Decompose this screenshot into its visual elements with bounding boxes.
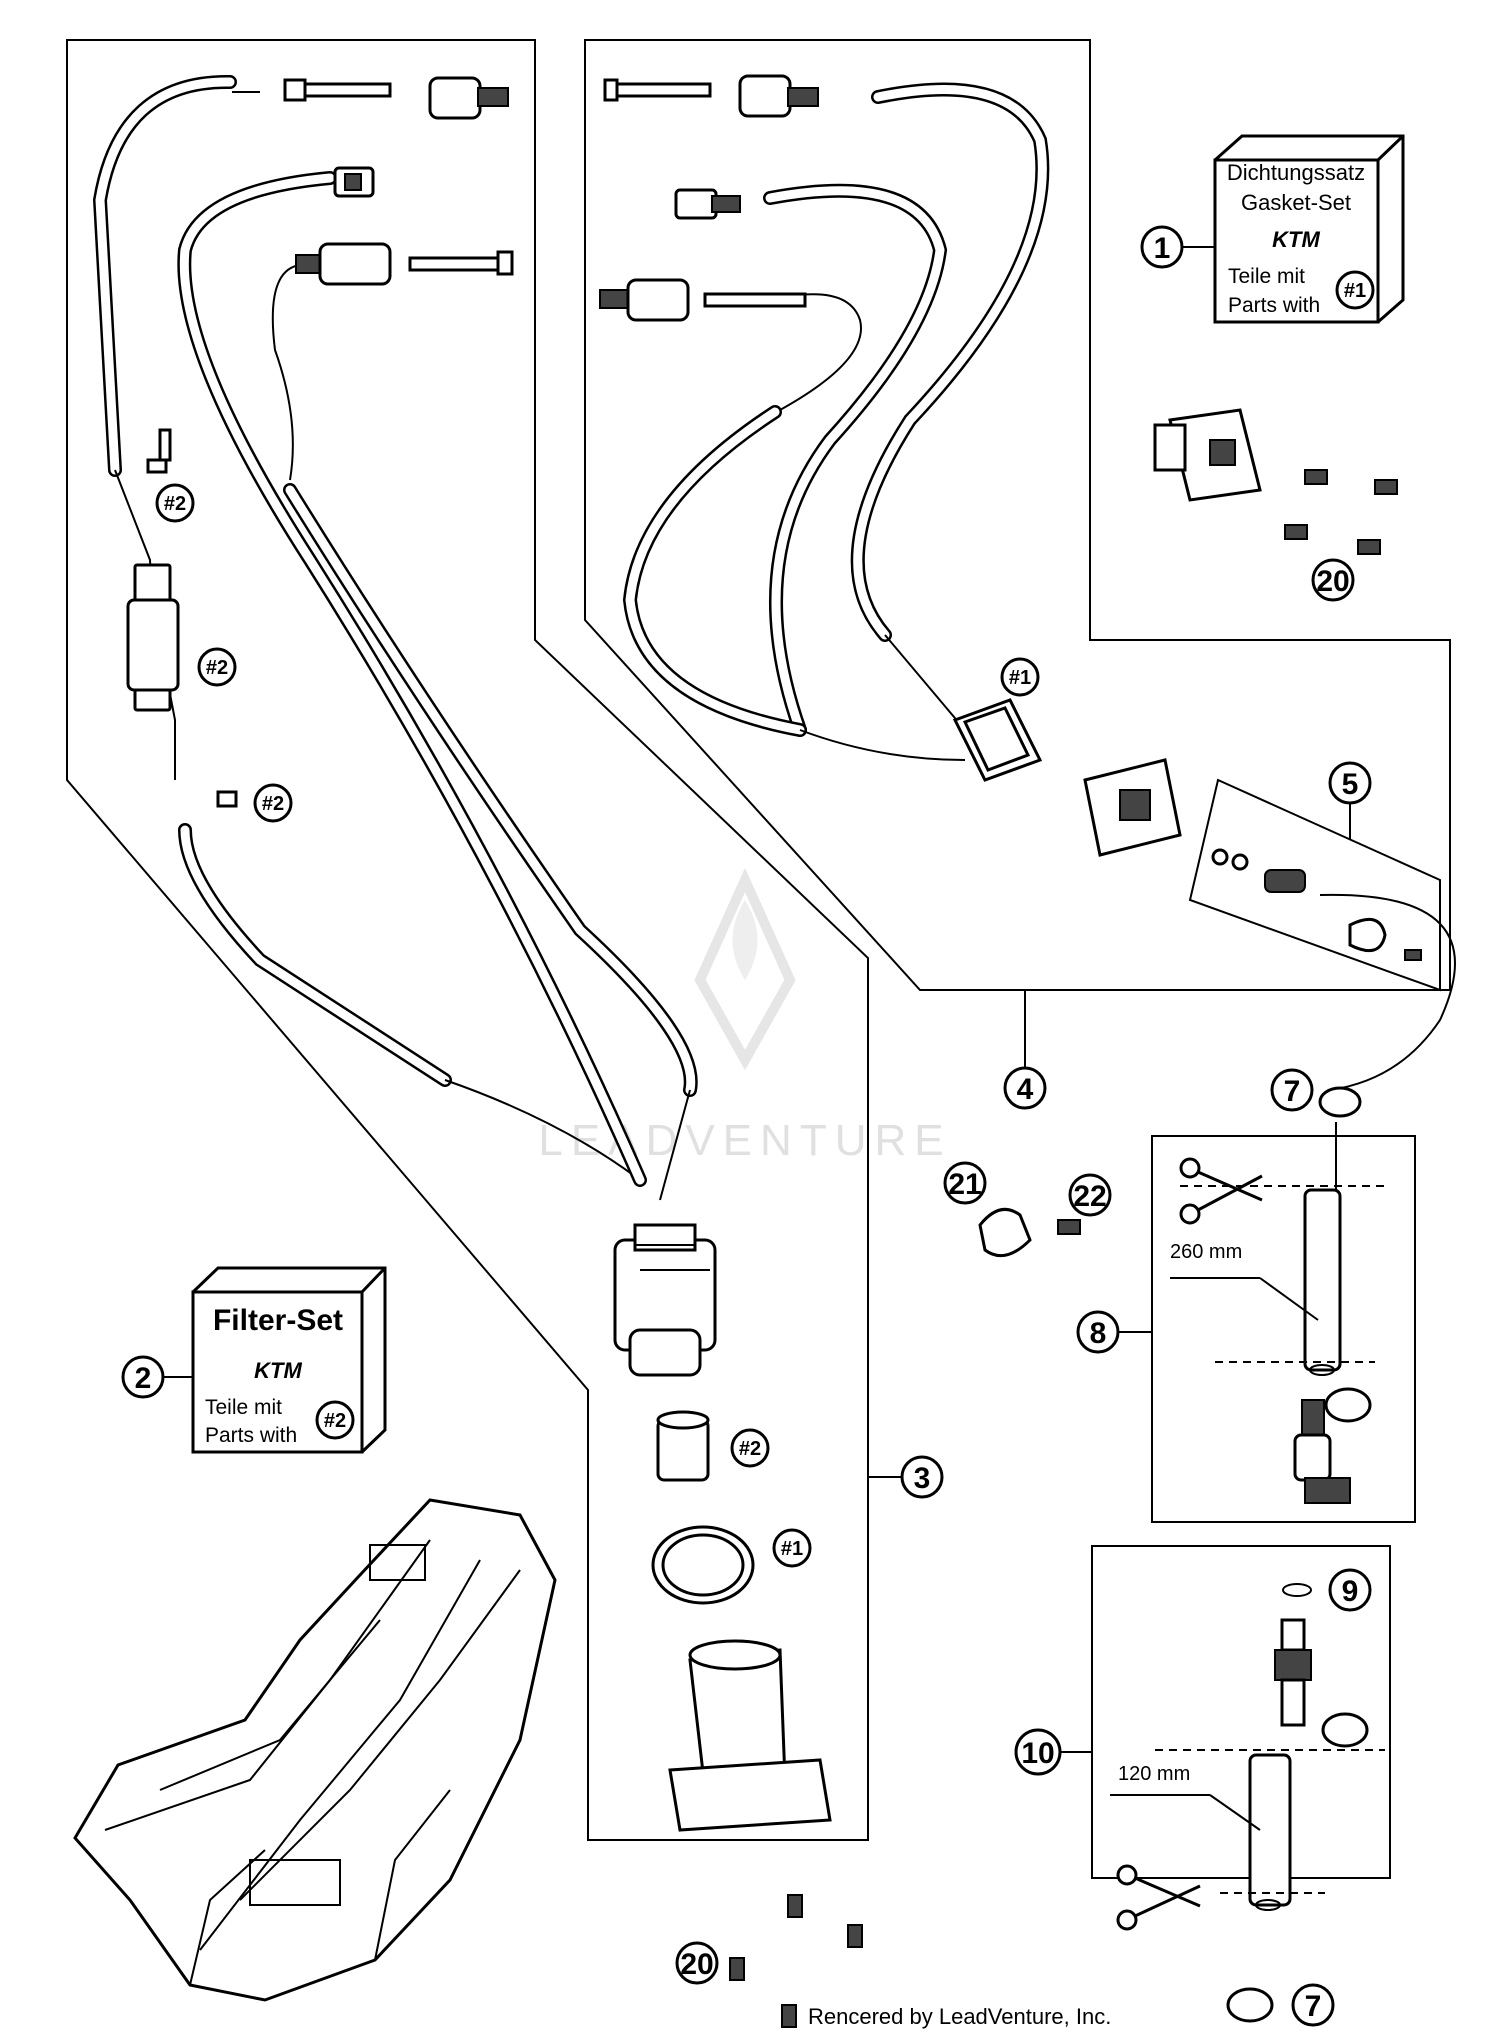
group-5-box	[1188, 778, 1441, 992]
filter-set-title: Filter-Set	[213, 1304, 343, 1337]
svg-text:8: 8	[1090, 1317, 1107, 1350]
svg-text:7: 7	[1284, 1075, 1301, 1108]
pump-flange-gasket	[952, 698, 1043, 782]
svg-text:7: 7	[1305, 1990, 1322, 2023]
svg-text:#1: #1	[781, 1538, 803, 1560]
gasket-set-title-de: Dichtungssatz	[1227, 160, 1365, 185]
callout-9: 9	[1328, 1568, 1372, 1612]
pump-housing	[668, 1639, 832, 1832]
group-8-box	[1151, 1135, 1416, 1523]
ref-tag-2-plug: #2	[253, 783, 293, 823]
flange-plate	[1153, 408, 1262, 502]
right-hoses	[622, 82, 1456, 1091]
ktm-logo-2: KTM	[254, 1358, 302, 1383]
right-quick-connector-middle	[599, 278, 807, 322]
filter-set-line1: Teile mit	[205, 1396, 282, 1419]
hose-fitting-straight	[1274, 1618, 1312, 1727]
hose-260mm	[1170, 1122, 1385, 1376]
ref-tag-1-gasket: #1	[1000, 657, 1040, 697]
gasket-set-line2: Parts with	[1228, 294, 1320, 317]
filter-set-kit: Filter-Set KTM Teile mit Parts with #2	[191, 1266, 387, 1454]
callout-21: 21	[943, 1161, 987, 1205]
watermark-text: LEADVENTURE	[538, 1116, 951, 1165]
left-quick-connector-middle	[295, 242, 514, 286]
right-quick-connector-top	[603, 74, 819, 118]
svg-text:#1: #1	[1009, 667, 1031, 689]
callout-20-bottom: 20	[675, 1941, 719, 1985]
svg-text:20: 20	[680, 1948, 713, 1981]
svg-text:1: 1	[1154, 232, 1171, 265]
small-plug	[146, 458, 238, 808]
callout-2: 2	[121, 1355, 165, 1399]
o-ring	[1282, 1583, 1312, 1597]
callout-7-top: 7	[1270, 1068, 1314, 1112]
gasket-set-kit: Dichtungssatz Gasket-Set KTM Teile mit P…	[1213, 134, 1405, 324]
svg-text:21: 21	[948, 1168, 981, 1201]
group-10-box	[1091, 1545, 1391, 1879]
ref-tag-1-seal: #1	[772, 1528, 812, 1568]
ref-tag-2-filter: #2	[197, 647, 237, 687]
dimension-120mm: 120 mm	[1118, 1763, 1190, 1785]
fuel-tank	[73, 1498, 557, 2002]
svg-text:2: 2	[135, 1362, 152, 1395]
svg-text:20: 20	[1316, 565, 1349, 598]
left-hoses	[92, 74, 698, 1201]
left-quick-connector-top	[283, 76, 509, 120]
callout-8: 8	[1076, 1310, 1120, 1354]
scissors-icon	[1179, 1157, 1263, 1225]
hose-120mm	[1110, 1749, 1385, 1911]
pump-filter-sleeve	[656, 1410, 710, 1482]
callout-10: 10	[1014, 1728, 1062, 1776]
tank-screws	[729, 1894, 863, 2028]
leadventure-watermark: LEADVENTURE	[538, 867, 951, 1165]
hose-fitting-angled	[1293, 1399, 1351, 1504]
sensor-parts	[1211, 848, 1422, 961]
svg-text:#2: #2	[164, 493, 186, 515]
gasket-set-ref: #1	[1344, 280, 1366, 302]
gasket-set-line1: Teile mit	[1228, 265, 1305, 288]
filter-set-ref: #2	[324, 1410, 346, 1432]
ktm-logo: KTM	[1272, 227, 1320, 252]
svg-text:#2: #2	[262, 793, 284, 815]
filter-set-line2: Parts with	[205, 1424, 297, 1447]
svg-text:3: 3	[914, 1462, 931, 1495]
group-4-outline	[584, 39, 1451, 991]
callout-20-top: 20	[1311, 558, 1355, 602]
callout-3: 3	[900, 1455, 944, 1499]
svg-text:#2: #2	[739, 1438, 761, 1460]
clip-screw	[1057, 1219, 1081, 1235]
svg-text:22: 22	[1073, 1180, 1106, 1213]
callout-22: 22	[1068, 1173, 1112, 1217]
svg-text:5: 5	[1342, 768, 1359, 801]
callout-5: 5	[1328, 761, 1372, 805]
left-electrical-connector	[333, 166, 375, 198]
rendered-by-credit: Rencered by LeadVenture, Inc.	[808, 2004, 1111, 2029]
svg-text:9: 9	[1342, 1575, 1359, 1608]
hose-clip	[978, 1207, 1032, 1258]
gasket-set-title-en: Gasket-Set	[1241, 190, 1351, 215]
svg-text:10: 10	[1021, 1737, 1054, 1770]
ref-tag-2-sleeve: #2	[730, 1428, 770, 1468]
callout-4: 4	[1003, 1066, 1047, 1110]
flange-screws	[1284, 469, 1398, 555]
pump-flange	[1083, 758, 1182, 857]
callout-1: 1	[1140, 225, 1184, 269]
dimension-260mm: 260 mm	[1170, 1241, 1242, 1263]
scissors-icon-2	[1116, 1864, 1201, 1931]
ref-tag-2-top: #2	[155, 483, 195, 523]
right-electrical-connector	[674, 188, 741, 220]
pump-seal-ring	[651, 1525, 755, 1605]
fuel-pump	[613, 1223, 717, 1377]
group-3-outline	[66, 39, 869, 1841]
svg-text:#2: #2	[206, 657, 228, 679]
svg-text:4: 4	[1017, 1073, 1034, 1106]
hose-clamp	[1226, 1086, 1372, 2023]
callout-7-bottom: 7	[1291, 1983, 1335, 2027]
